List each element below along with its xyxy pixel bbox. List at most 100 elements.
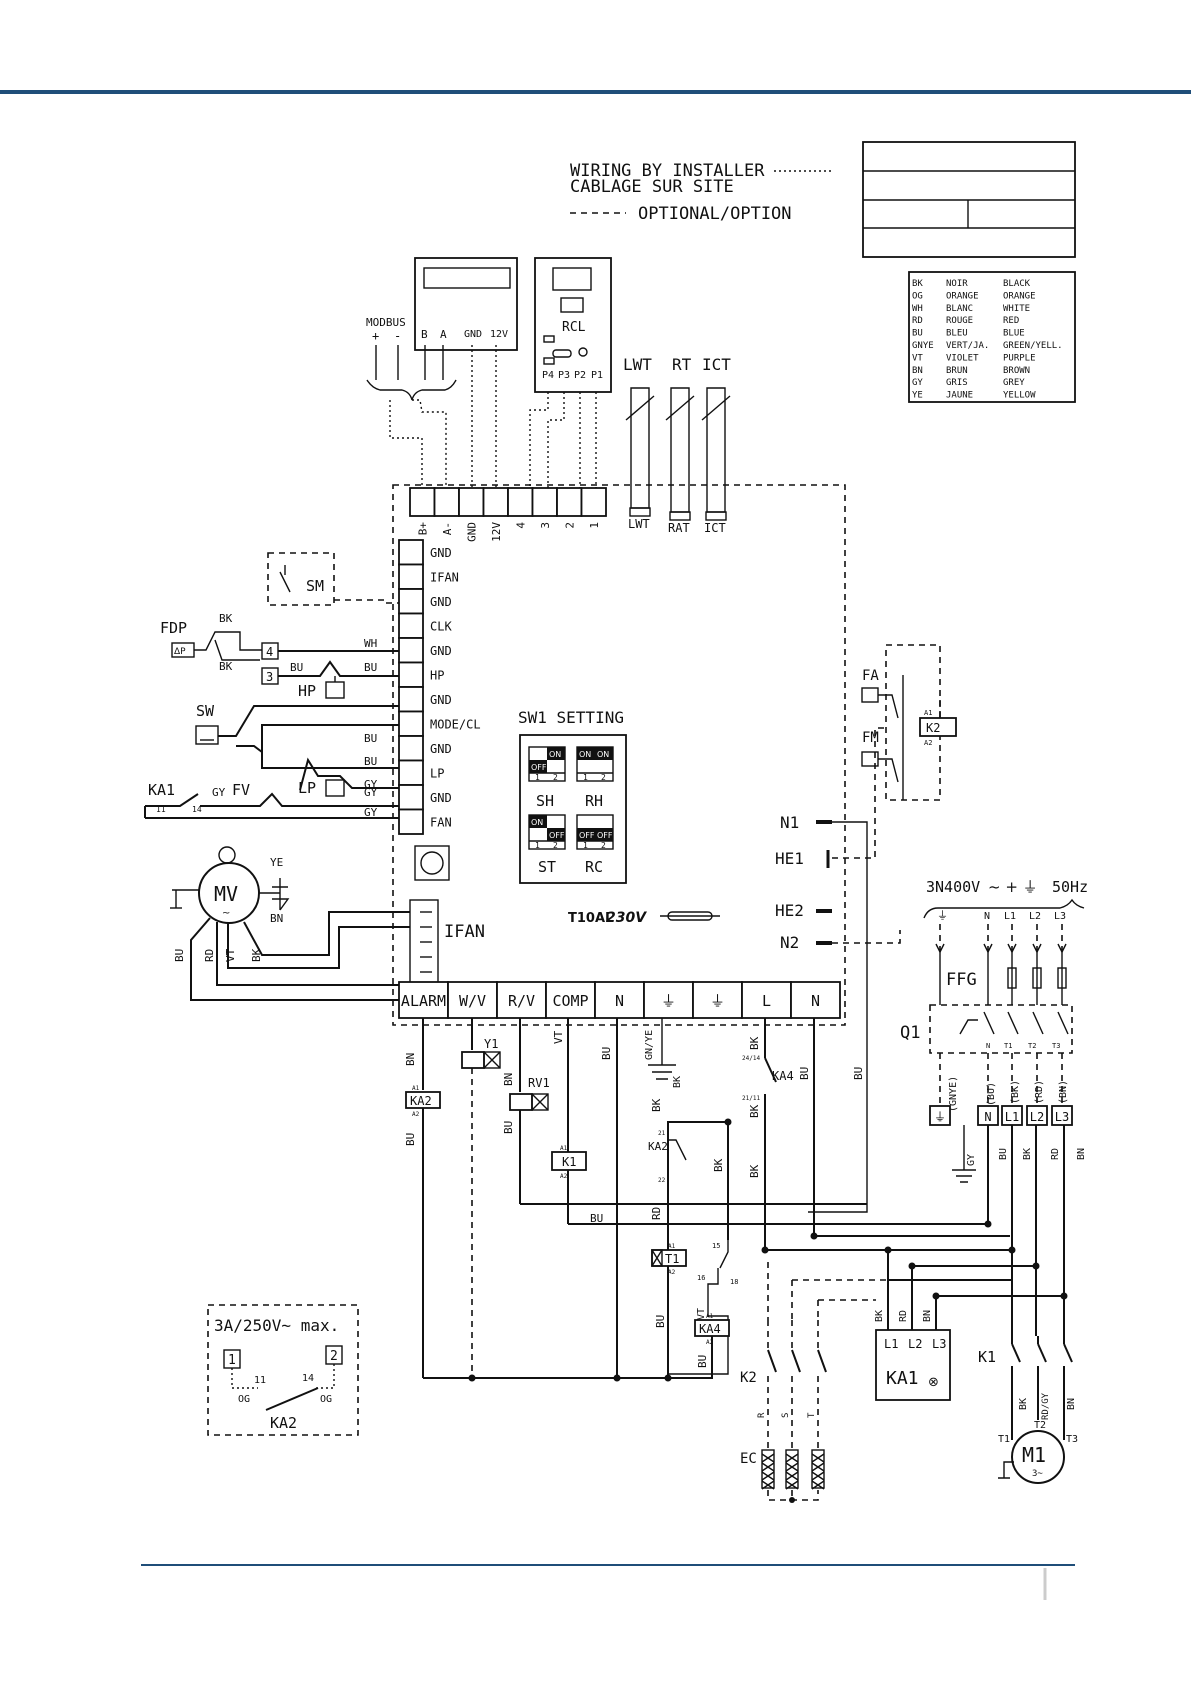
svg-text:11: 11 — [254, 1375, 266, 1386]
top-terminal — [433, 487, 460, 517]
svg-text:RH: RH — [585, 792, 603, 810]
lp-switch-icon — [325, 779, 345, 797]
ka1-k1-section: L1 L2 L3 KA1 ⊗ BK RD BN BU BK RD BN K1 B… — [874, 1125, 1087, 1484]
svg-text:3A/250V~ max.: 3A/250V~ max. — [214, 1316, 339, 1335]
power-supply: 3N400V ~ + ⏚ 50Hz ⏚ N L1 L2 L3 FFG Q1 N … — [900, 878, 1088, 1183]
svg-text:RD/GY: RD/GY — [1041, 1392, 1051, 1420]
x-terminal-label: N — [984, 1110, 991, 1124]
dip-lever — [529, 815, 547, 828]
color-code-en: RED — [1003, 316, 1019, 326]
title-block — [862, 141, 1076, 258]
svg-text:KA2: KA2 — [270, 1414, 297, 1432]
svg-text:22: 22 — [658, 1177, 666, 1184]
out-n1: N1 — [780, 813, 799, 832]
out-he1: HE1 — [775, 849, 804, 868]
color-code-abbr: BU — [912, 329, 923, 339]
svg-text:(BN): (BN) — [1058, 1080, 1069, 1104]
svg-text:~: ~ — [222, 908, 230, 919]
svg-text:T1: T1 — [665, 1252, 679, 1266]
fuse-body — [1057, 967, 1067, 989]
color-code-fr: ROUGE — [946, 316, 973, 326]
fv-label: FV — [232, 781, 250, 799]
svg-text:⏚: ⏚ — [937, 909, 948, 922]
svg-text:P3: P3 — [558, 370, 570, 381]
bottom-terminal-label: N — [615, 992, 624, 1010]
color-code-en: BROWN — [1003, 366, 1030, 376]
left-terminal-label: GND — [430, 546, 452, 560]
left-terminal — [398, 784, 424, 811]
svg-text:ΔP: ΔP — [174, 647, 186, 657]
svg-text:KA4: KA4 — [699, 1322, 721, 1336]
svg-text:⊗: ⊗ — [928, 1375, 939, 1390]
color-code-abbr: BK — [912, 279, 923, 289]
q1-handle — [959, 1019, 978, 1035]
q1-breaker — [929, 1004, 1073, 1054]
svg-text:BU: BU — [364, 661, 377, 674]
svg-text:T2: T2 — [1028, 1042, 1036, 1050]
dip-pos-2: 2 — [553, 773, 558, 782]
color-code-en: YELLOW — [1003, 391, 1036, 401]
left-terminal-label: GND — [430, 791, 452, 805]
color-code-abbr: OG — [912, 291, 923, 301]
supply-voltage: 3N400V — [926, 878, 980, 896]
ec-heater-coil — [785, 1462, 799, 1472]
fa-fm-k2: FA FM K2 A1 A2 — [861, 644, 957, 801]
svg-text:BU: BU — [502, 1121, 515, 1134]
left-terminal-label: GND — [430, 644, 452, 658]
top-terminal-label: 1 — [588, 522, 601, 529]
color-code-en: GREEN/YELL. — [1003, 341, 1063, 351]
board-fuse: T10AL 230V — [568, 910, 720, 926]
svg-text:BK: BK — [1018, 1398, 1029, 1410]
color-code-fr: BLEU — [946, 329, 968, 339]
left-terminal — [398, 539, 424, 566]
svg-text:RD: RD — [898, 1310, 909, 1322]
x-terminal — [929, 1105, 951, 1126]
dip-lever-label: OFF — [579, 831, 595, 840]
svg-text:BU: BU — [600, 1047, 613, 1060]
dip-lever — [547, 828, 565, 841]
svg-text:P4: P4 — [542, 370, 554, 381]
svg-text:T2: T2 — [1034, 1420, 1046, 1431]
svg-text:18: 18 — [730, 1278, 738, 1286]
sensors: LWT RT ICT LWT RAT ICT — [623, 355, 731, 535]
svg-text:A2: A2 — [668, 1269, 676, 1276]
color-code-en: GREY — [1003, 378, 1025, 388]
top-terminal — [458, 487, 485, 517]
color-code-abbr: YE — [912, 391, 923, 401]
svg-text:RV1: RV1 — [528, 1076, 550, 1090]
dip-pos-2: 2 — [601, 841, 606, 850]
left-terminal-label: GND — [430, 693, 452, 707]
ec-heater-coil — [811, 1453, 825, 1463]
color-code-fr: NOIR — [946, 279, 968, 289]
ka1-label: KA1 — [148, 781, 175, 799]
sensor-rt-label: RT — [672, 355, 692, 374]
svg-text:BN: BN — [1066, 1398, 1077, 1410]
bottom-terminal-label: W/V — [459, 992, 486, 1010]
svg-text:BU: BU — [998, 1148, 1009, 1160]
top-terminal — [580, 487, 607, 517]
top-terminal-label: 3 — [539, 522, 552, 529]
x-terminal — [1051, 1105, 1073, 1126]
bottom-terminal-label: ⏚ — [710, 992, 725, 1010]
bottom-terminal — [643, 981, 694, 1019]
ka2-detail-box: 3A/250V~ max. 1 2 11 14 OG OG KA2 — [207, 1304, 359, 1436]
sensor-probe — [630, 387, 650, 509]
sensor-slash — [625, 395, 655, 421]
ec-heater — [761, 1449, 775, 1489]
svg-text:KA2: KA2 — [648, 1140, 668, 1153]
svg-text:B: B — [421, 328, 428, 341]
k2-phase-label: T — [807, 1412, 817, 1418]
bottom-terminal-label: L — [762, 992, 771, 1010]
bottom-terminal — [545, 981, 596, 1019]
ec-heater — [811, 1449, 825, 1489]
svg-text:VT: VT — [552, 1030, 565, 1044]
svg-text:BU: BU — [404, 1133, 417, 1146]
dip-lever-label: ON — [597, 750, 609, 759]
left-terminal-label: CLK — [430, 620, 452, 634]
svg-text:OG: OG — [320, 1394, 332, 1405]
x-terminal-label: L2 — [1030, 1110, 1044, 1124]
remote-display: MODBUS + - B A GND 12V — [366, 257, 518, 401]
color-code-abbr: VT — [912, 353, 923, 363]
